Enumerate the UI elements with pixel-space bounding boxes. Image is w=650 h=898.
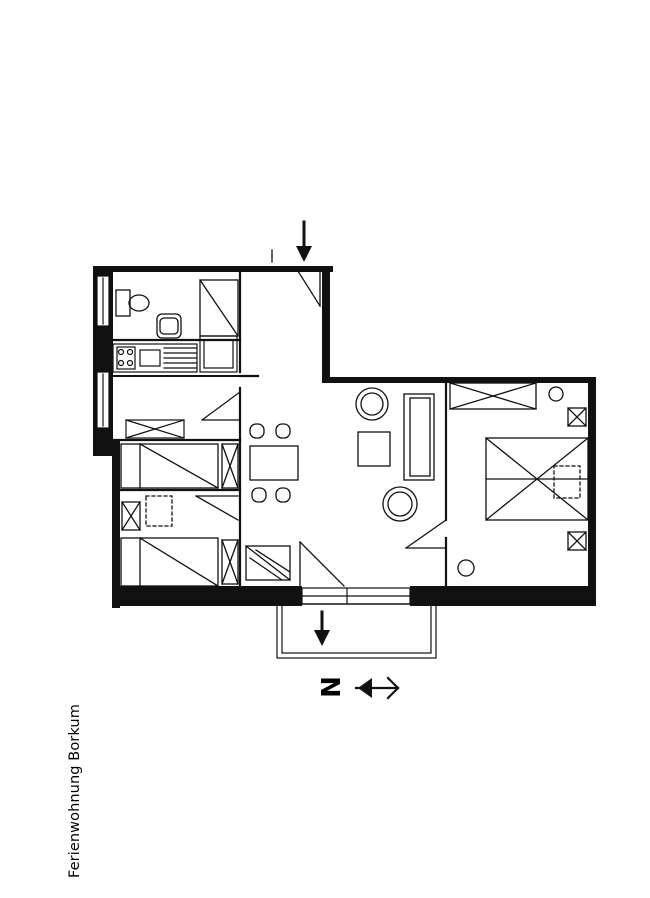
north-arrow-icon (354, 676, 400, 700)
entry-dining (245, 249, 345, 587)
balcony (276, 603, 437, 659)
north-label: N (313, 676, 344, 698)
kitchen (111, 335, 241, 439)
master-bedroom (449, 382, 589, 577)
balcony-arrow (314, 610, 330, 646)
balcony-door (301, 587, 411, 605)
outer-walls (93, 266, 596, 608)
bathroom (115, 279, 239, 339)
bedroom-left (120, 443, 239, 587)
plan-caption: Ferienwohnung Borkum (67, 704, 83, 878)
entrance-arrow (296, 220, 312, 262)
living-room (355, 387, 447, 549)
left-windows (96, 275, 110, 429)
interior-walls (110, 268, 448, 588)
